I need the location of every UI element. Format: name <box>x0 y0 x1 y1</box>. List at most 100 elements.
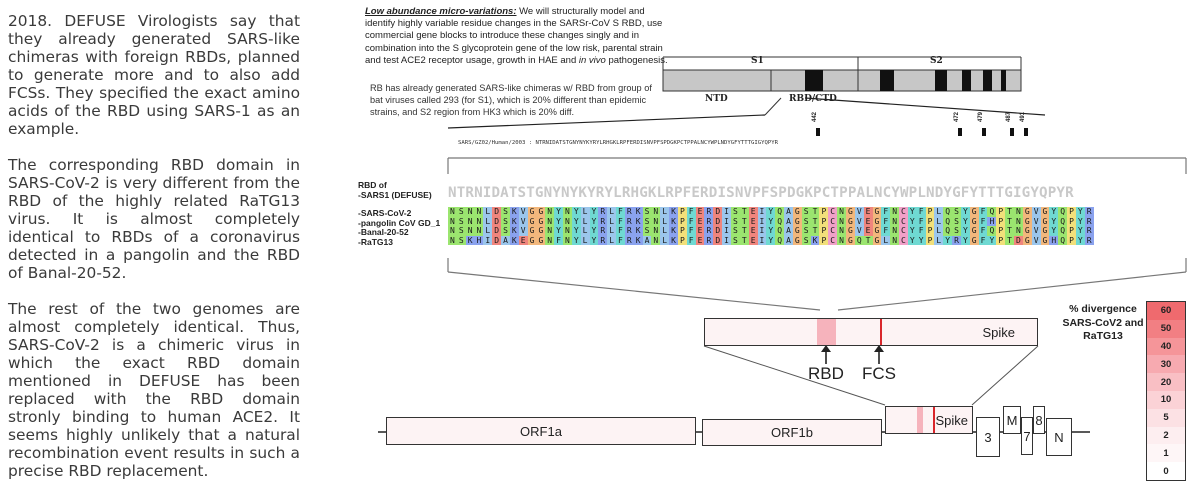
residue: F <box>978 226 988 236</box>
residue: Y <box>589 235 599 245</box>
residue: D <box>492 216 502 226</box>
residue: T <box>810 216 820 226</box>
residue: N <box>448 207 457 217</box>
residue: S <box>801 216 811 226</box>
residue: R <box>1084 235 1094 245</box>
alignment-label-pangolin: -pangolin CoV GD_1 <box>358 217 441 228</box>
residue: P <box>677 235 687 245</box>
residue: E <box>748 207 758 217</box>
ntd-label: NTD <box>705 94 728 104</box>
residue: R <box>624 207 634 217</box>
residue: N <box>545 226 555 236</box>
residue: N <box>562 235 572 245</box>
residue: S <box>731 216 740 226</box>
legend-title: % divergence SARS-CoV2 and RaTG13 <box>1062 303 1144 342</box>
residue: L <box>483 207 493 217</box>
excerpt-body-b: pathogenesis. <box>605 54 668 66</box>
residue: Y <box>1075 235 1085 245</box>
residue: C <box>899 207 908 217</box>
residue: S <box>731 207 740 217</box>
residue: D <box>1014 235 1023 245</box>
defuse-label-2: -SARS1 (DEFUSE) <box>358 190 432 200</box>
residue: Y <box>554 207 563 217</box>
residue: F <box>978 207 988 217</box>
residue: D <box>713 235 723 245</box>
residue: T <box>739 207 749 217</box>
residue: G <box>969 235 979 245</box>
residue: G <box>1022 235 1032 245</box>
residue: P <box>996 235 1006 245</box>
residue: R <box>1084 226 1094 236</box>
residue: R <box>624 235 634 245</box>
residue: Q <box>775 207 785 217</box>
residue: N <box>651 226 661 236</box>
residue: D <box>713 207 723 217</box>
residue: Y <box>571 235 581 245</box>
residue: G <box>1040 207 1050 217</box>
residue: P <box>819 207 829 217</box>
rbd-block <box>805 70 823 91</box>
residue: G <box>845 226 855 236</box>
residue: L <box>580 216 590 226</box>
residue: V <box>854 226 864 236</box>
position-472: 472 <box>954 111 961 123</box>
s2-label: S2 <box>930 56 943 66</box>
residue: N <box>545 216 555 226</box>
residue: Y <box>916 235 926 245</box>
residue: K <box>509 207 519 217</box>
residue: Q <box>1058 226 1068 236</box>
residue: Q <box>854 235 864 245</box>
residue: C <box>828 235 838 245</box>
residue: L <box>607 235 617 245</box>
residue: S <box>952 226 961 236</box>
residue: N <box>474 216 484 226</box>
residue: L <box>607 207 617 217</box>
residue: I <box>722 235 731 245</box>
residue: E <box>518 235 528 245</box>
residue: S <box>731 235 740 245</box>
legend-level: 1 <box>1147 444 1185 463</box>
excerpt-title: Low abundance micro-variations: <box>365 6 517 17</box>
residue: T <box>1005 226 1014 236</box>
residue: G <box>527 226 537 236</box>
residue: T <box>739 226 749 236</box>
residue: C <box>899 235 908 245</box>
residue: A <box>642 235 652 245</box>
genome-m: M <box>1003 406 1021 434</box>
residue: R <box>1084 207 1094 217</box>
residue: L <box>934 216 944 226</box>
residue: Y <box>1075 216 1085 226</box>
legend-level: 30 <box>1147 355 1185 374</box>
residue: E <box>695 207 705 217</box>
residue: E <box>695 216 705 226</box>
spike-rbd-region <box>817 319 836 345</box>
residue: I <box>757 207 767 217</box>
residue: G <box>1022 207 1032 217</box>
residue: G <box>1040 226 1050 236</box>
residue: L <box>580 226 590 236</box>
residue: L <box>607 216 617 226</box>
residue: G <box>969 207 979 217</box>
residue: F <box>916 226 926 236</box>
residue: P <box>925 207 935 217</box>
residue: P <box>996 216 1006 226</box>
genome-orf3: 3 <box>976 417 1000 457</box>
residue: F <box>616 207 625 217</box>
residue: P <box>925 235 935 245</box>
s1-label: S1 <box>751 56 764 66</box>
residue: N <box>448 235 457 245</box>
residue: S <box>801 226 811 236</box>
residue: P <box>996 226 1006 236</box>
residue: S <box>642 216 652 226</box>
residue: Y <box>589 216 599 226</box>
residue: V <box>1031 226 1041 236</box>
residue: F <box>881 207 891 217</box>
residue: V <box>1031 207 1041 217</box>
genome-spike-rbd <box>917 407 923 433</box>
residue: V <box>1031 235 1041 245</box>
residue: S <box>501 226 510 236</box>
residue: G <box>845 235 855 245</box>
residue: F <box>978 235 988 245</box>
